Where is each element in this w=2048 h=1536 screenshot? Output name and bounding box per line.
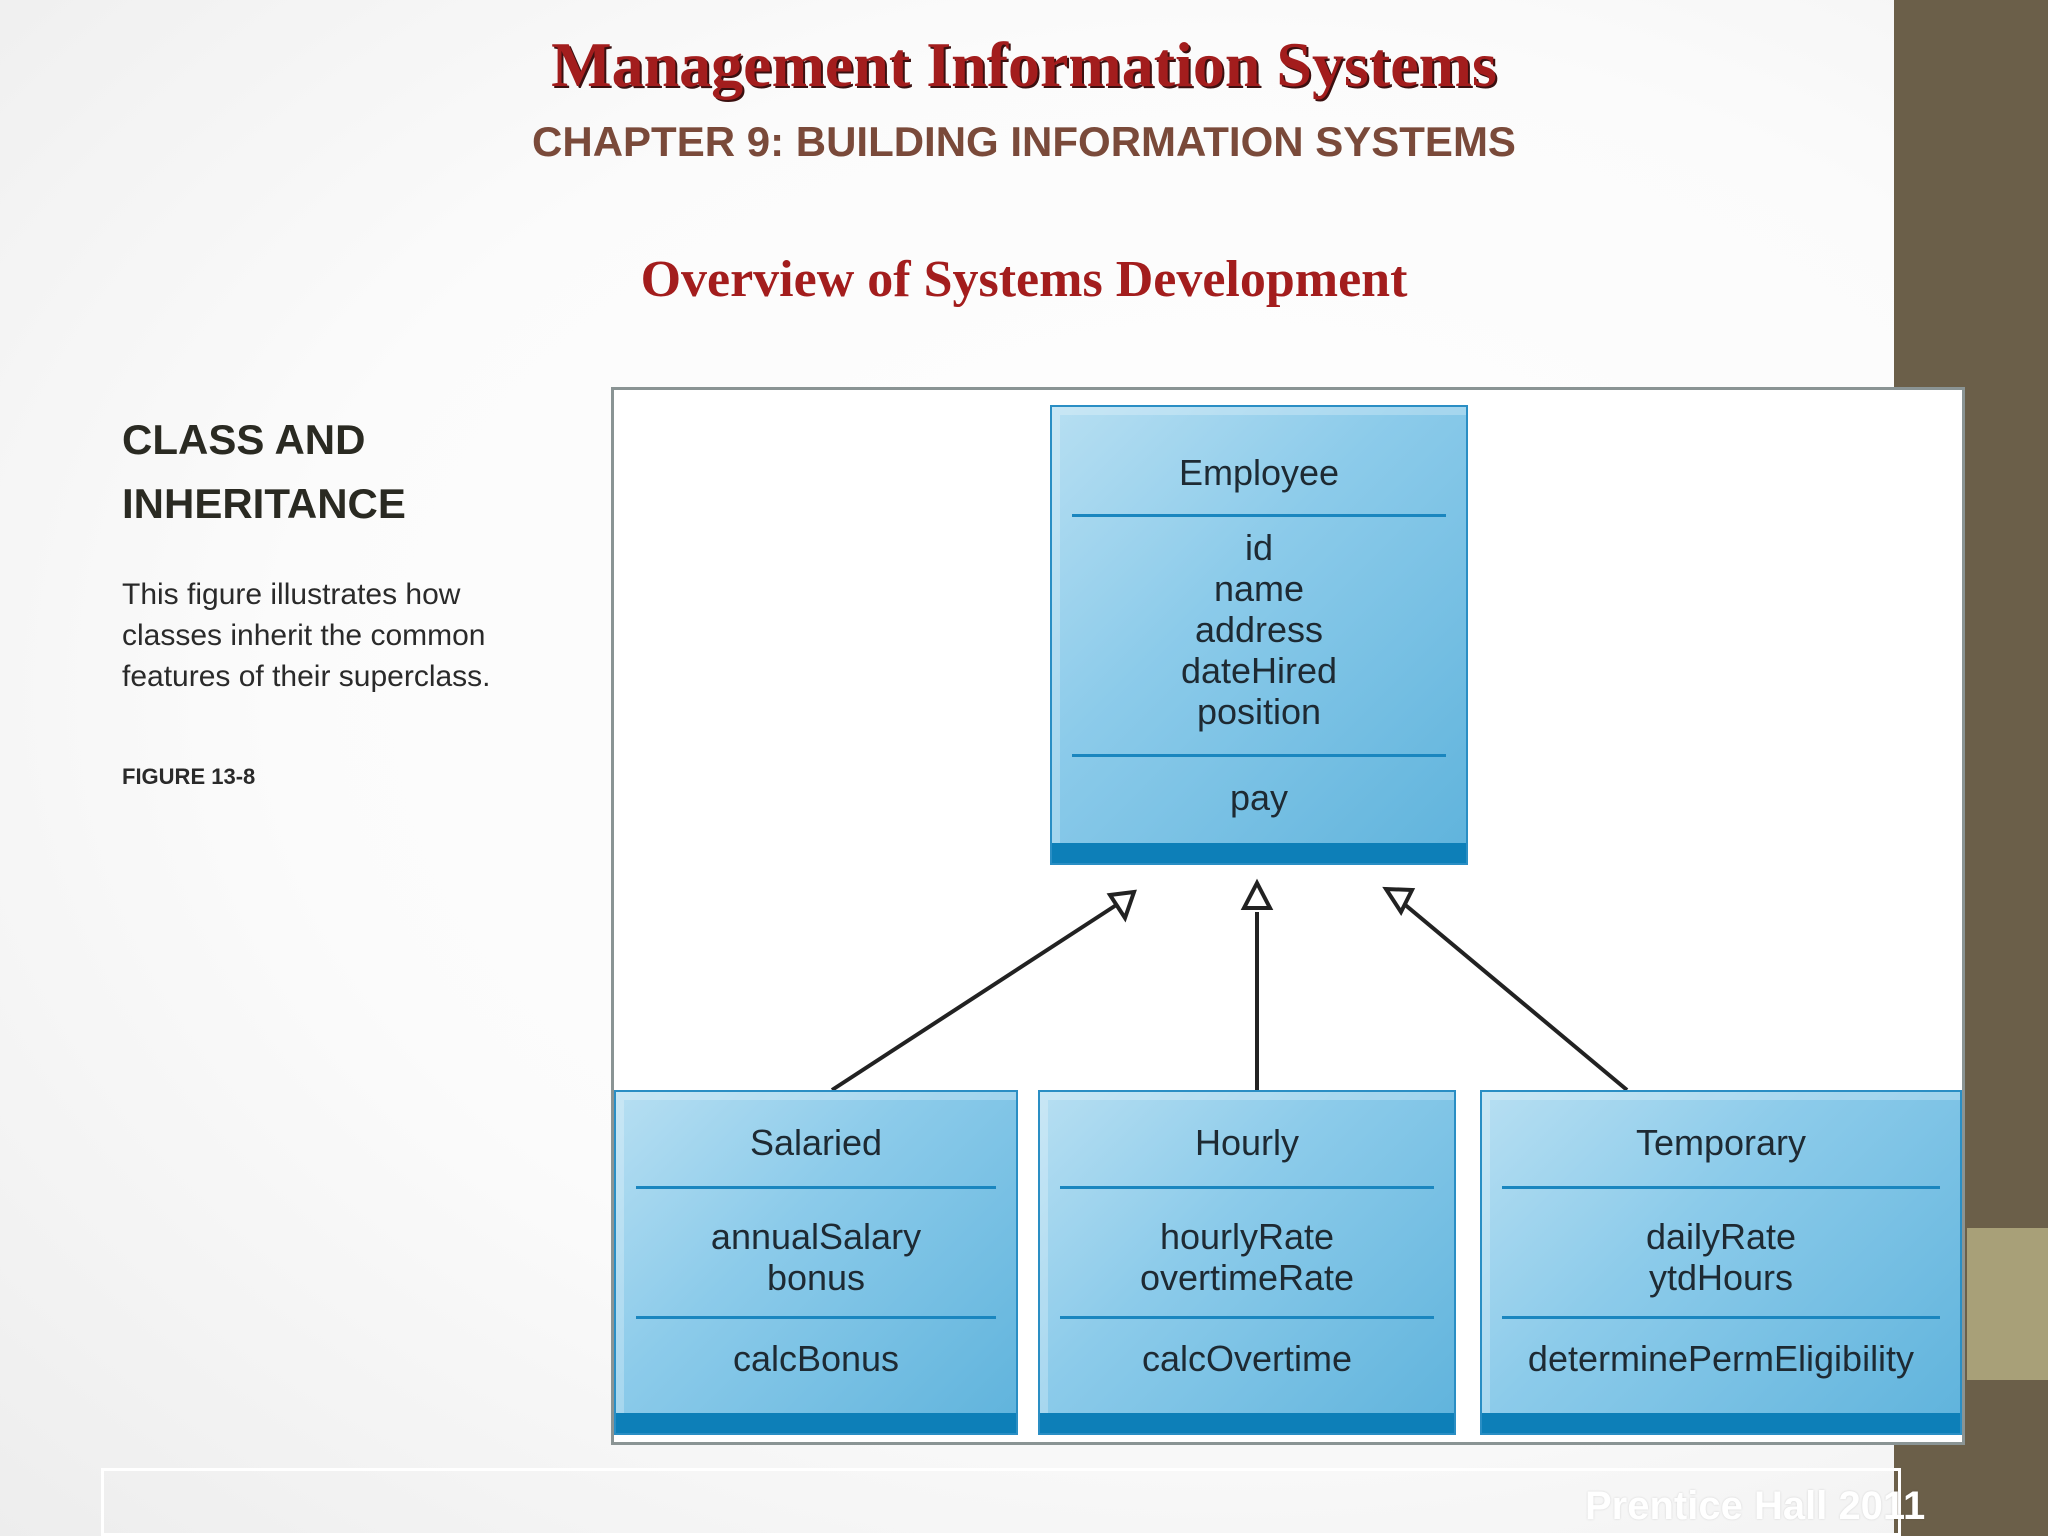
class-divider bbox=[1060, 1316, 1434, 1319]
salaried-inheritance-arrowhead bbox=[1106, 889, 1137, 923]
attribute: bonus bbox=[766, 1257, 866, 1298]
class-divider bbox=[1060, 1186, 1434, 1189]
attribute: dailyRate bbox=[1645, 1216, 1797, 1257]
class-divider bbox=[1072, 754, 1446, 757]
sidebar-description: This figure illustrates how classes inhe… bbox=[122, 574, 542, 697]
sidebar-heading: CLASS AND INHERITANCE bbox=[122, 408, 542, 536]
class-name: Salaried bbox=[749, 1122, 883, 1163]
figure-label: FIGURE 13-8 bbox=[122, 764, 256, 789]
attribute: hourlyRate bbox=[1159, 1216, 1335, 1257]
class-divider bbox=[636, 1186, 996, 1189]
method: calcOvertime bbox=[1141, 1338, 1353, 1379]
sidebar-description-line: This figure illustrates how bbox=[122, 578, 461, 611]
sidebar-heading-line2: INHERITANCE bbox=[122, 480, 406, 527]
class-attributes: hourlyRate overtimeRate bbox=[1060, 1216, 1434, 1298]
class-divider bbox=[1072, 514, 1446, 517]
attribute: position bbox=[1196, 691, 1322, 732]
class-name: Employee bbox=[1178, 452, 1340, 493]
attribute: dateHired bbox=[1180, 650, 1338, 691]
uml-diagram-frame: Employee id name address dateHired posit… bbox=[611, 387, 1965, 1445]
class-methods: calcBonus bbox=[636, 1338, 996, 1379]
class-attributes: annualSalary bonus bbox=[636, 1216, 996, 1298]
slide-title: Management Information Systems bbox=[551, 29, 1497, 100]
section-title: Overview of Systems Development bbox=[640, 251, 1408, 308]
class-methods: pay bbox=[1072, 777, 1446, 818]
sidebar-heading-line1: CLASS AND bbox=[122, 416, 366, 463]
attribute: overtimeRate bbox=[1139, 1257, 1355, 1298]
uml-class-hourly: Hourly hourlyRate overtimeRate calcOvert… bbox=[1038, 1090, 1456, 1435]
method: determinePermEligibility bbox=[1527, 1338, 1915, 1379]
uml-class-employee: Employee id name address dateHired posit… bbox=[1050, 405, 1468, 865]
attribute: id bbox=[1244, 527, 1274, 568]
class-methods: calcOvertime bbox=[1060, 1338, 1434, 1379]
chapter-subtitle: CHAPTER 9: BUILDING INFORMATION SYSTEMS bbox=[532, 118, 1516, 165]
temporary-inheritance-arrowhead bbox=[1382, 886, 1416, 917]
class-attributes: dailyRate ytdHours bbox=[1502, 1216, 1940, 1298]
sidebar-description-line: features of their superclass. bbox=[122, 660, 491, 693]
class-name: Hourly bbox=[1194, 1122, 1300, 1163]
attribute: ytdHours bbox=[1648, 1257, 1794, 1298]
class-divider bbox=[1502, 1316, 1940, 1319]
hourly-inheritance-arrowhead bbox=[1240, 878, 1274, 910]
uml-class-salaried: Salaried annualSalary bonus calcBonus bbox=[614, 1090, 1018, 1435]
attribute: annualSalary bbox=[710, 1216, 922, 1257]
class-divider bbox=[636, 1316, 996, 1319]
class-attributes: id name address dateHired position bbox=[1072, 527, 1446, 732]
class-methods: determinePermEligibility bbox=[1502, 1338, 1940, 1379]
inheritance-arrows bbox=[830, 878, 1629, 1092]
right-accent-block bbox=[1967, 1228, 2048, 1380]
class-divider bbox=[1502, 1186, 1940, 1189]
attribute: address bbox=[1194, 609, 1324, 650]
method: pay bbox=[1229, 777, 1289, 818]
uml-class-temporary: Temporary dailyRate ytdHours determinePe… bbox=[1480, 1090, 1962, 1435]
salaried-to-employee-line bbox=[830, 898, 1126, 1092]
method: calcBonus bbox=[732, 1338, 900, 1379]
footer-copyright: Prentice Hall 2011 bbox=[1585, 1484, 1926, 1528]
footer-frame bbox=[101, 1468, 1901, 1536]
attribute: name bbox=[1213, 568, 1305, 609]
sidebar-description-line: classes inherit the common bbox=[122, 619, 486, 652]
temporary-to-employee-line bbox=[1395, 896, 1629, 1092]
class-name: Temporary bbox=[1635, 1122, 1807, 1163]
